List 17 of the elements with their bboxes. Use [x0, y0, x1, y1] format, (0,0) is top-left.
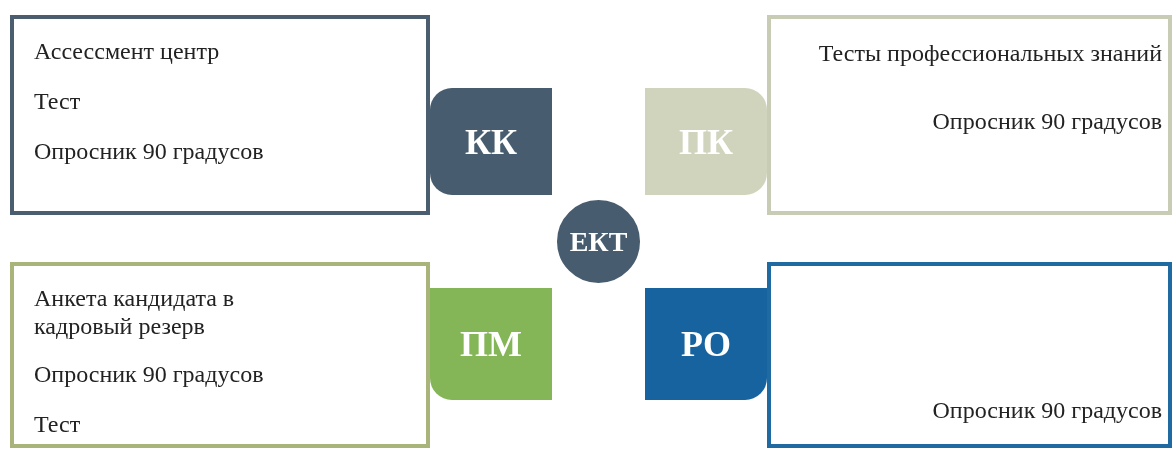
category-tile: КК — [430, 88, 552, 195]
method-text: Опросник 90 градусов — [34, 360, 265, 388]
method-text: Тест — [34, 87, 82, 115]
method-text: Ассессмент центр — [34, 37, 221, 65]
text-panel — [767, 262, 1172, 448]
method-text: Опросник 90 градусов — [931, 396, 1162, 424]
method-text: Тесты профессиональных знаний — [817, 39, 1162, 67]
text-panel — [10, 262, 430, 448]
category-tile: ПМ — [430, 288, 552, 400]
method-text: Опросник 90 градусов — [34, 137, 265, 165]
text-panel — [10, 15, 430, 215]
category-tile: РО — [645, 288, 767, 400]
method-text: Тест — [34, 410, 82, 438]
text-panel — [767, 15, 1172, 215]
method-text: Анкета кандидата в кадровый резерв — [34, 284, 236, 340]
category-tile: ПК — [645, 88, 767, 195]
method-text: Опросник 90 градусов — [931, 107, 1162, 135]
